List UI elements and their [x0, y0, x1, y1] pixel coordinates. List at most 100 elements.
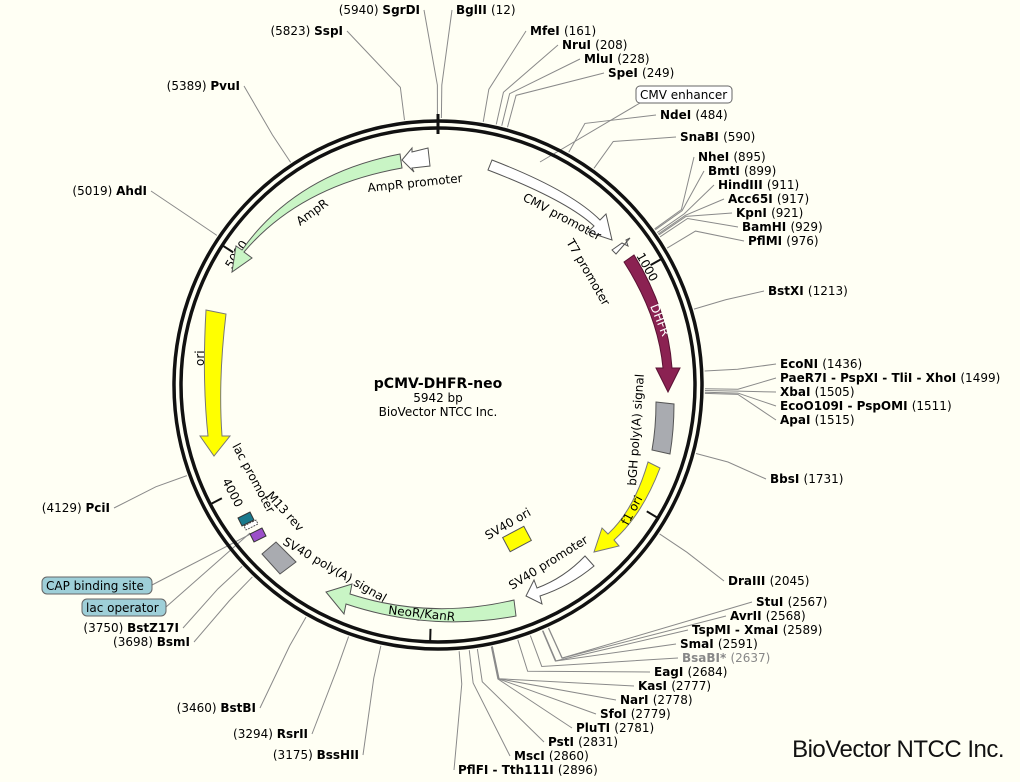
plasmid-size: 5942 bp: [413, 391, 463, 405]
feature-arcs: [199, 146, 681, 623]
site-label-eagi[interactable]: EagI (2684): [654, 665, 727, 679]
site-leader-line: [704, 363, 777, 372]
site-label-bstbi[interactable]: (3460) BstBI: [177, 701, 256, 715]
site-label-ecoo109i-pspomi[interactable]: EcoO109I - PspOMI (1511): [780, 399, 952, 413]
site-label-snabi[interactable]: SnaBI (590): [680, 130, 755, 144]
cmv-promoter-arrow[interactable]: [487, 159, 613, 241]
dhfr-arrow[interactable]: [623, 254, 681, 394]
site-label-bmti[interactable]: BmtI (899): [708, 164, 776, 178]
plasmid-name: pCMV-DHFR-neo: [374, 376, 503, 392]
site-label-pflmi[interactable]: PflMI (976): [748, 234, 819, 248]
site-label-sspi[interactable]: (5823) SspI: [270, 24, 343, 38]
site-label-bsshii[interactable]: (3175) BssHII: [273, 748, 359, 762]
bgh-polya-box[interactable]: [651, 401, 675, 455]
site-label-spei[interactable]: SpeI (249): [608, 66, 674, 80]
site-label-pluti[interactable]: PluTI (2781): [576, 721, 654, 735]
site-label-bsmi[interactable]: (3698) BsmI: [113, 635, 190, 649]
site-leader-line: [693, 290, 765, 310]
tick-mark: [650, 257, 663, 267]
site-label-bglii[interactable]: BglII (12): [456, 3, 516, 17]
sv40-ori-box[interactable]: [501, 525, 533, 553]
site-label-avrii[interactable]: AvrII (2568): [730, 609, 806, 623]
site-leader-line: [491, 646, 617, 701]
site-leader-line: [453, 651, 463, 771]
site-label-nrui[interactable]: NruI (208): [562, 38, 627, 52]
site-label-stui[interactable]: StuI (2567): [756, 595, 827, 609]
ampr-arrow[interactable]: [231, 153, 403, 274]
tick-label: 4000: [219, 476, 246, 510]
site-label-psti[interactable]: PstI (2831): [548, 735, 618, 749]
site-label-msci[interactable]: MscI (2860): [514, 749, 589, 763]
site-leader-line: [491, 646, 635, 687]
feature-label-dhfr: DHFR: [647, 302, 673, 338]
site-label-bamhi[interactable]: BamHI (929): [742, 220, 823, 234]
site-leader-line: [695, 453, 767, 480]
site-label-ndei[interactable]: NdeI (484): [660, 108, 728, 122]
site-label-acc65i[interactable]: Acc65I (917): [728, 192, 809, 206]
site-leader-line: [476, 649, 545, 743]
site-label-pvui[interactable]: (5389) PvuI: [167, 79, 240, 93]
site-label-xbai[interactable]: XbaI (1505): [780, 385, 855, 399]
sv40-promoter-arrow[interactable]: [525, 555, 595, 605]
site-leader-line: [704, 377, 777, 390]
site-label-kasi[interactable]: KasI (2777): [638, 679, 711, 693]
lac-operator-mark: [243, 519, 259, 531]
plasmid-center-info: pCMV-DHFR-neo 5942 bp BioVector NTCC Inc…: [374, 376, 503, 419]
t7-promoter-arrow[interactable]: [611, 237, 631, 255]
svg-text:CAP binding site: CAP binding site: [46, 579, 144, 593]
site-leader-line: [113, 475, 188, 509]
site-label-pcii[interactable]: (4129) PciI: [42, 501, 110, 515]
site-label-draiii[interactable]: DraIII (2045): [728, 574, 809, 588]
site-leader-line: [704, 391, 777, 407]
feature-label-t7-promoter: T7 promoter: [563, 236, 613, 308]
site-label-econi[interactable]: EcoNI (1436): [780, 357, 862, 371]
plasmid-owner: BioVector NTCC Inc.: [379, 405, 498, 419]
site-label-kpni[interactable]: KpnI (921): [736, 206, 803, 220]
site-label-bsabi-[interactable]: BsaBI* (2637): [682, 651, 770, 665]
site-label-mfei[interactable]: MfeI (161): [530, 24, 596, 38]
site-label-bstxi[interactable]: BstXI (1213): [768, 284, 848, 298]
site-leader-line: [362, 645, 382, 756]
lac-promoter-mark[interactable]: [249, 527, 267, 543]
m13-rev-mark[interactable]: [237, 511, 255, 527]
site-leader-line: [243, 85, 292, 163]
cap-binding-site-label[interactable]: CAP binding site: [41, 576, 153, 595]
site-label-apai[interactable]: ApaI (1515): [780, 413, 855, 427]
site-leader-line: [423, 9, 438, 119]
site-label-rsrii[interactable]: (3294) RsrII: [233, 727, 308, 741]
sv40-polya-box[interactable]: [261, 541, 297, 575]
site-label-bstz17i[interactable]: (3750) BstZ17I: [83, 621, 179, 635]
site-label-smai[interactable]: SmaI (2591): [680, 637, 758, 651]
site-label-sfoi[interactable]: SfoI (2779): [600, 707, 671, 721]
site-leader-line: [182, 566, 243, 629]
ori-arrow[interactable]: [199, 309, 232, 457]
site-label-paer7i-pspxi-tlii-xhoi[interactable]: PaeR7I - PspXI - TliI - XhoI (1499): [780, 371, 1000, 385]
feature-label-ampr-promoter: AmpR promoter: [367, 171, 463, 195]
site-label-pflfi-tth111i[interactable]: PflFI - Tth111I (2896): [458, 763, 598, 777]
site-label-sgrdi[interactable]: (5940) SgrDI: [339, 3, 420, 17]
site-leader-line: [259, 616, 307, 709]
site-label-tspmi-xmai[interactable]: TspMI - XmaI (2589): [692, 623, 822, 637]
site-leader-line: [658, 212, 733, 236]
site-leader-line: [541, 630, 677, 662]
ampr-promoter-arrow[interactable]: [401, 146, 431, 173]
neor-kanr-arrow[interactable]: [325, 583, 517, 623]
site-leader-line: [704, 390, 777, 393]
site-leader-line: [517, 639, 651, 673]
site-label-mlui[interactable]: MluI (228): [584, 52, 650, 66]
site-label-nhei[interactable]: NheI (895): [698, 150, 766, 164]
tick-mark: [221, 244, 234, 254]
site-label-nari[interactable]: NarI (2778): [620, 693, 693, 707]
feature-label-ori: ori: [193, 350, 207, 366]
lac-operator-label[interactable]: lac operator: [81, 598, 167, 617]
cmv-enhancer-label[interactable]: CMV enhancer: [635, 85, 733, 104]
f1-ori-arrow[interactable]: [593, 461, 661, 553]
site-label-hindiii[interactable]: HindIII (911): [718, 178, 799, 192]
feature-label-bgh-polya: bGH poly(A) signal: [625, 373, 647, 486]
site-label-bbsi[interactable]: BbsI (1731): [770, 472, 843, 486]
site-leader-line: [440, 9, 453, 119]
site-leader-line: [495, 44, 559, 125]
site-label-ahdi[interactable]: (5019) AhdI: [72, 184, 147, 198]
site-leader-line: [593, 136, 677, 169]
